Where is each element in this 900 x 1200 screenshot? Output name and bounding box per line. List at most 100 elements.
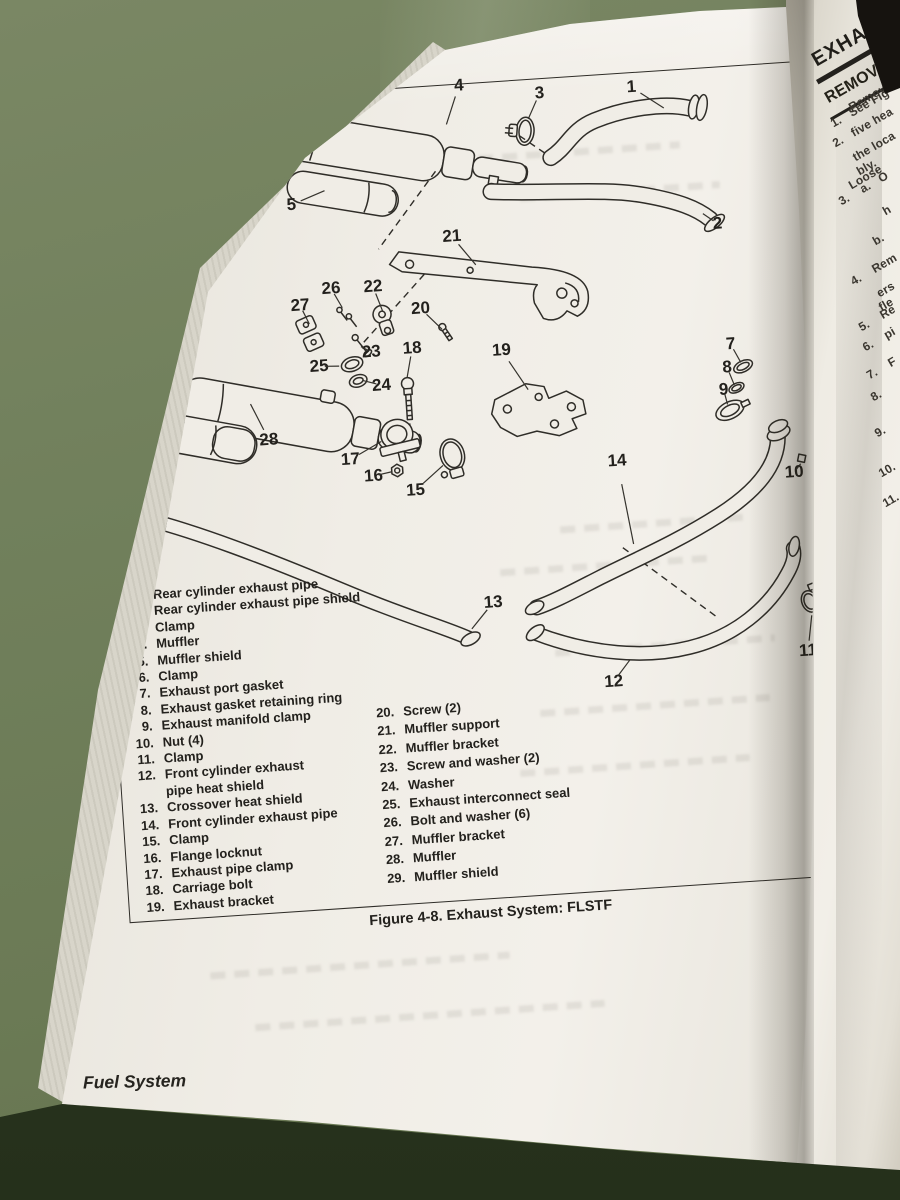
facing-page-fragment: 11. [880,489,900,511]
callout-numbers: 1234567891011121314151617181920212223242… [147,75,814,691]
facing-page-fragment: 9. [872,422,889,441]
part-number: 24. [380,777,400,794]
callout-number: 27 [290,295,310,315]
callout-leader [458,243,477,266]
bracket27-shape [295,314,325,353]
callout-leader [363,379,377,385]
part-number: 26. [382,814,403,831]
callout-number: 1 [626,77,637,97]
callout-leader [324,365,340,367]
footer-section-title: Fuel System [82,1070,187,1093]
callout-number: 7 [725,334,736,354]
callout-number: 6 [221,173,232,193]
part-number: 21. [376,722,396,739]
pipe-clamp17-shape [379,418,421,463]
part-number: 18. [144,882,164,899]
muffler-support-shape [388,251,590,321]
part-number: 23. [379,759,399,776]
part-number: 17. [143,865,163,883]
parts-list-left: 1.Rear cylinder exhaust pipe2.Rear cylin… [117,573,390,917]
callout-leader [406,356,412,378]
callout-number: 9 [718,379,729,399]
callout-number: 5 [286,195,297,215]
facing-page-fragment: 7. F [864,353,899,383]
part-number: 20. [375,704,395,721]
washer24-shape [348,373,368,388]
facing-page-fragment: b. [870,230,887,249]
callout-leader [422,464,444,484]
callout-number: 23 [361,341,381,361]
callout-leader [808,615,813,641]
callout-leader [732,348,742,363]
facing-page-fragment: 8. [868,386,885,405]
part-number: 28. [385,851,405,868]
clamp3-shape [504,116,535,146]
facing-page-fragment: h [880,202,894,219]
part-number: 10. [135,734,155,752]
callout-leader [378,471,392,476]
part-number: 22. [378,740,398,758]
part-number: 11. [136,751,156,768]
callout-leader [724,393,729,405]
callout-leader [375,293,384,312]
part-number: 13. [139,800,159,817]
seal25-shape [340,355,364,373]
callout-number: 18 [402,338,422,358]
facing-page-fragment: 10. [876,459,898,481]
figure-4-8: HD02494w [75,61,814,959]
callout-number: 14 [607,450,628,470]
locknut16-shape [390,463,404,478]
callout-number: 24 [371,375,392,395]
callout-number: 16 [363,465,383,485]
callout-leader [358,440,382,456]
callout-leader [360,346,369,351]
callout-leader [621,484,635,545]
callout-number: 26 [321,278,341,298]
facing-page-heading: EXHA [808,22,871,72]
callout-number: 19 [491,340,511,360]
callout-number: 28 [259,429,279,449]
exhaust-bracket19-shape [490,383,587,438]
callout-number: 20 [410,298,430,318]
callout-number: 2 [712,213,723,233]
callout-number: 3 [534,83,545,103]
part-number: 19. [146,898,166,915]
clamp6-shape [245,119,271,160]
book-gutter-shadow [748,0,814,1185]
exploded-diagram: 1234567891011121314151617181920212223242… [109,75,814,691]
muffler-shield5-shape [286,170,399,217]
figure-id-code: HD02494w [90,125,121,136]
callout-leader [795,463,802,471]
callout-leader [302,310,310,325]
callout-number: 15 [405,480,425,500]
facing-page-crease-shadow [836,40,882,1180]
part-number: 14. [140,816,160,833]
nut10-shape [796,453,807,464]
callout-leader [445,96,456,125]
callout-leader [728,372,735,386]
callout-number: 17 [340,449,360,469]
part-number: 15. [141,833,161,850]
callout-number: 21 [442,226,462,246]
callout-leader [508,360,529,390]
part-number: 16. [142,849,162,866]
manifold-clamp9-shape [715,398,751,422]
callout-number: 22 [363,276,383,296]
callout-leader [426,313,443,330]
callout-number: 13 [483,592,503,612]
callout-number: 4 [453,75,464,95]
callout-leader [471,609,488,630]
part-number: 27. [384,832,404,849]
callout-leader [702,213,714,222]
clamp15-shape [439,438,466,480]
callout-leader [249,403,265,431]
callout-leader [617,659,631,676]
callout-number: 10 [784,462,804,482]
retaining-ring8-shape [728,381,745,394]
carriage-bolt-shape [400,376,415,421]
callout-leader [233,154,253,176]
part-number: 29. [386,869,406,886]
bolts26-shape [336,306,358,328]
bracket22-shape [372,304,395,337]
